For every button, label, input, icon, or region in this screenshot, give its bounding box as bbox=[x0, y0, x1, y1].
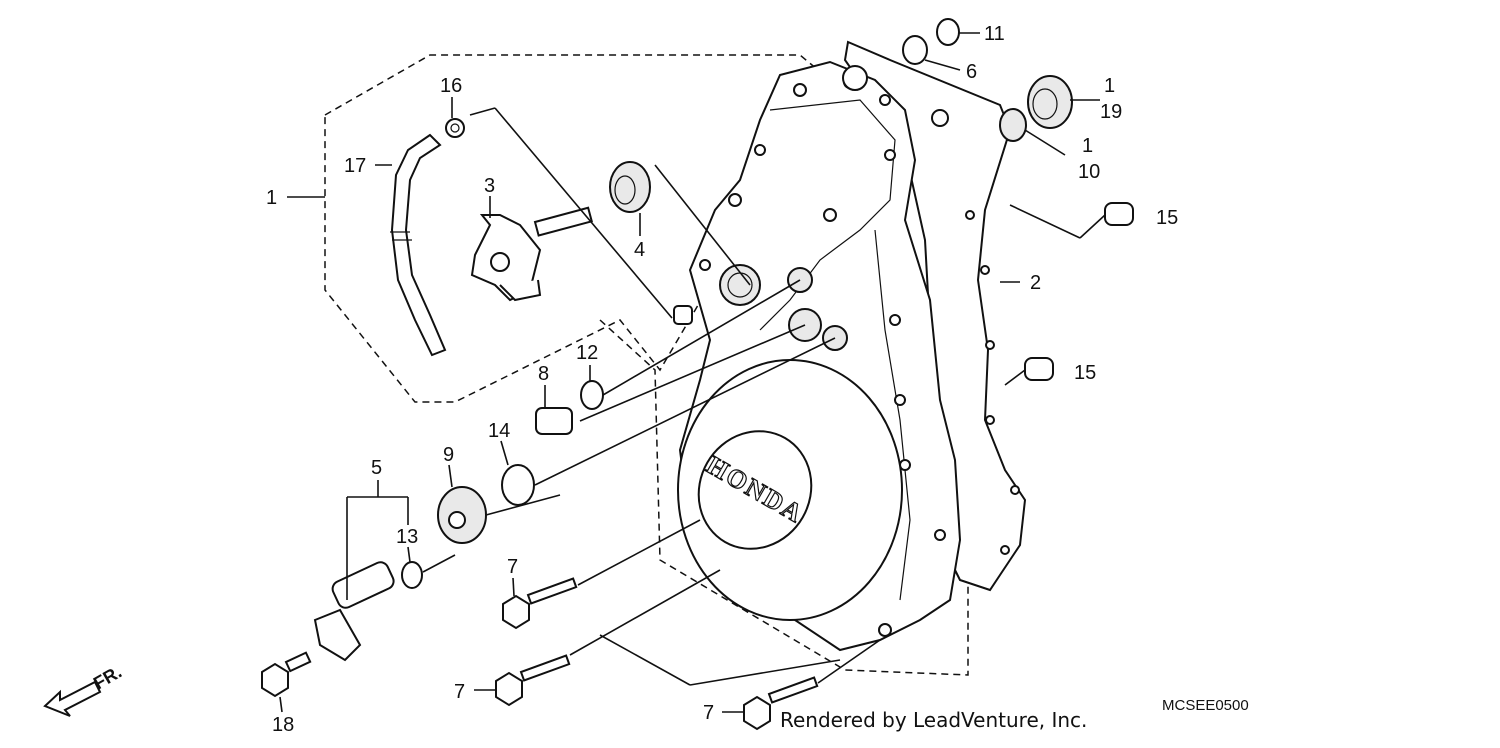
o-ring-14 bbox=[501, 464, 535, 506]
callout-18: 18 bbox=[272, 714, 294, 736]
sealing-washer-12 bbox=[580, 380, 604, 410]
drawing-code: MCSEE0500 bbox=[1162, 697, 1249, 714]
cover-bolt-middle bbox=[495, 654, 571, 707]
callout-11: 11 bbox=[984, 23, 1005, 45]
mechanical-seal bbox=[609, 161, 651, 213]
callout-9: 9 bbox=[443, 444, 454, 466]
callout-4: 4 bbox=[634, 239, 645, 261]
dowel-15-upper bbox=[1104, 202, 1134, 226]
callout-7-upper: 7 bbox=[507, 556, 518, 578]
callout-13: 13 bbox=[396, 526, 418, 548]
callout-19: 19 bbox=[1100, 101, 1122, 123]
callout-16: 16 bbox=[440, 75, 462, 97]
callout-7-lower: 7 bbox=[703, 702, 714, 724]
drain-plug bbox=[535, 407, 573, 435]
callout-1-bearing: 1 bbox=[1104, 75, 1115, 97]
oil-seal bbox=[999, 108, 1027, 142]
callout-17: 17 bbox=[344, 155, 366, 177]
water-hose bbox=[390, 133, 447, 357]
seal-inner bbox=[614, 175, 636, 205]
bearing-inner bbox=[1032, 88, 1058, 120]
hose-clamp bbox=[445, 118, 465, 138]
collar bbox=[902, 35, 928, 65]
render-credit: Rendered by LeadVenture, Inc. bbox=[780, 708, 1088, 732]
gasket bbox=[843, 40, 1027, 592]
speed-sensor bbox=[313, 561, 395, 662]
callout-15-upper: 15 bbox=[1156, 207, 1178, 229]
callout-15-lower: 15 bbox=[1074, 362, 1096, 384]
dowel-pin bbox=[673, 305, 693, 325]
assembly-group-outline bbox=[324, 54, 831, 403]
callout-5: 5 bbox=[371, 457, 382, 479]
o-ring-11 bbox=[936, 18, 960, 46]
cover-bolt-upper bbox=[502, 577, 578, 630]
bearing bbox=[1027, 75, 1073, 129]
cover-bolt-outline bbox=[599, 290, 969, 676]
callout-8: 8 bbox=[538, 363, 549, 385]
clutch-cover-emblem-plate bbox=[697, 430, 813, 550]
dowel-15-lower bbox=[1024, 357, 1054, 381]
callout-10: 10 bbox=[1078, 161, 1100, 183]
callout-6: 6 bbox=[966, 61, 977, 83]
leader-lines bbox=[279, 32, 1106, 713]
pump-impeller bbox=[470, 206, 593, 302]
cover-housing-rib-2 bbox=[874, 229, 911, 601]
bore-large bbox=[719, 264, 761, 306]
callout-1-seal: 1 bbox=[1082, 135, 1093, 157]
cover-bolt-lower bbox=[743, 676, 819, 731]
callout-2: 2 bbox=[1030, 272, 1041, 294]
callout-1-assembly: 1 bbox=[266, 187, 277, 209]
callout-numbers: 1 17 16 3 4 11 6 1 19 1 10 15 2 15 8 12 … bbox=[266, 23, 1178, 736]
callout-7-middle: 7 bbox=[454, 681, 465, 703]
callout-3: 3 bbox=[484, 175, 495, 197]
sensor-bolt bbox=[261, 651, 312, 698]
front-direction-arrow bbox=[43, 680, 102, 717]
hose-clamp-inner bbox=[450, 123, 460, 133]
o-ring-13 bbox=[401, 561, 423, 589]
callout-14: 14 bbox=[488, 420, 510, 442]
filler-cap-center bbox=[448, 511, 466, 529]
housing-bolt-holes bbox=[699, 65, 1020, 637]
callout-12: 12 bbox=[576, 342, 598, 364]
cover-housing-rib bbox=[759, 99, 896, 331]
